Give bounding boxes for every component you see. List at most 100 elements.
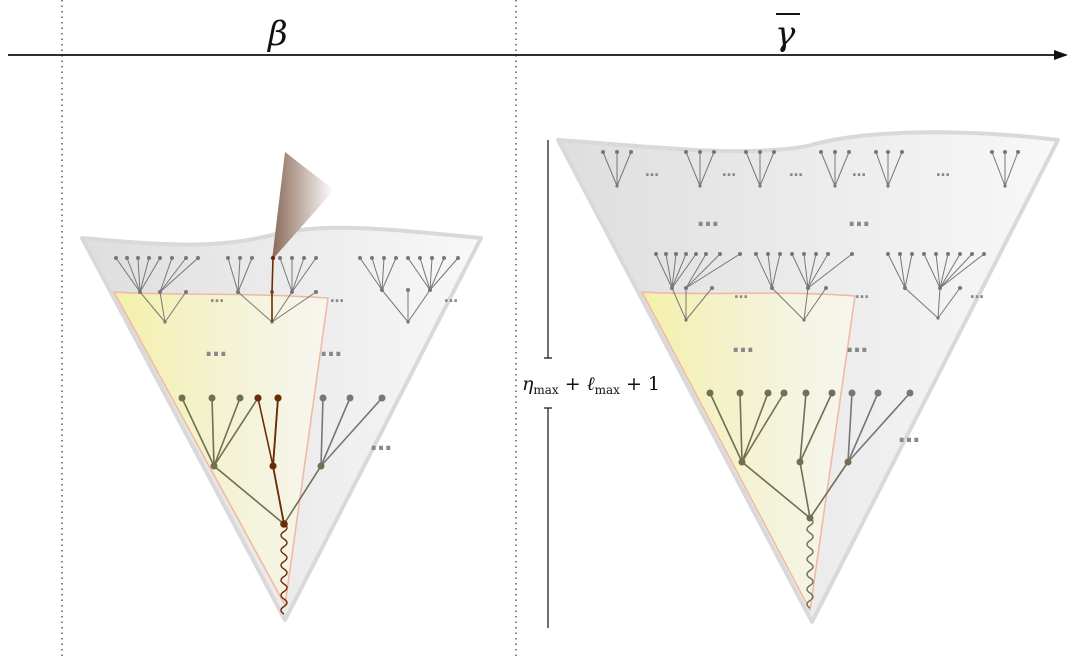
tree-edge [320,397,351,467]
ellipsis-right-row1-1: … [645,164,658,180]
path-edge [272,397,279,467]
tree-leaf-node [848,389,856,397]
tree-leaf-node [314,290,318,294]
tree-edge [320,397,324,467]
tree-edge [407,289,431,323]
tree-leaf-node [317,462,325,470]
tree-leaf-node [394,256,398,260]
ellipsis-right-row3-3: … [970,286,983,302]
tree-leaf-node [615,150,619,154]
tree-leaf-node [236,290,240,294]
tree-leaf-node [254,394,262,402]
tree-leaf-node [766,252,770,256]
tree-leaf-node [114,256,118,260]
tree-edge [359,257,383,291]
tree-edge [429,257,459,291]
wavy-root-right [806,517,814,609]
tree-leaf-node [982,252,986,256]
tree-edge [381,289,409,323]
tree-fan [684,150,716,188]
tree-edge [937,287,961,319]
tree-edge [159,257,173,293]
spotlight-cone [272,152,334,260]
tree-leaf-node [358,256,362,260]
tree-edge [807,253,817,289]
height-scale-bar [544,140,552,628]
tree-edge [847,392,879,463]
tree-leaf-node [1003,150,1007,154]
tree-leaf-node [1016,150,1020,154]
tree-edge [271,291,293,323]
tree-edge [616,151,632,187]
tree-leaf-node [900,150,904,154]
tree-leaf-node [706,389,714,397]
tree-leaf-node [370,256,374,260]
tree-fan [706,389,788,465]
tree-root-node [936,316,940,320]
tree-leaf-node [886,252,890,256]
tree-fan [670,286,714,322]
tree-leaf-node [744,150,748,154]
tree-leaf-node [970,252,974,256]
tree-leaf-node [764,389,772,397]
tree-leaf-node [138,290,142,294]
tree-leaf-node [629,150,633,154]
tree-edge [685,253,741,289]
tree-leaf-node [178,394,186,402]
tree-fan [738,458,852,522]
tree-leaf-node [819,150,823,154]
tree-edge [685,253,707,289]
tree-leaf-node [710,286,714,290]
tree-edge [602,151,618,187]
tree-edge [685,151,701,187]
tree-edge [320,397,383,467]
tree-fan [903,286,962,320]
tree-edge [847,392,911,463]
path-node [269,462,277,470]
tree-leaf-node [828,389,836,397]
tree-root-node [758,184,762,188]
tree-edge [139,257,161,293]
ellipsis-right-mid-1: … [732,333,753,358]
tree-root-node [802,318,806,322]
tree-leaf-node [314,256,318,260]
tree-fan [790,252,854,290]
tree-edge [991,151,1006,187]
tree-leaf-node [290,290,294,294]
tree-leaf-node [874,150,878,154]
beta-label: β [266,14,288,54]
tree-root-node [1003,184,1007,188]
tree-edge [213,397,241,467]
path-node [270,255,276,261]
tree-edge [419,257,431,291]
tree-edge [164,291,187,323]
tree-edge [655,253,673,289]
tree-root-node [698,184,702,188]
tree-leaf-node [684,252,688,256]
tree-fan [874,150,904,188]
ellipsis-right-row1-2: … [722,164,735,180]
tree-edge [939,253,985,289]
tree-fan [114,256,162,294]
tree-fan [744,150,776,188]
tree-edge [685,253,721,289]
tree-edge [139,257,150,293]
tree-leaf-node [184,256,188,260]
tree-edge [739,392,743,463]
tree-edge [803,287,809,321]
ellipsis-left-mid-2: … [320,337,341,362]
tree-fan [158,256,200,294]
tree-root-node [163,320,167,324]
tree-leaf-node [738,252,742,256]
tree-leaf-node [898,252,902,256]
tree-edge [429,257,433,291]
tree-edge [771,253,781,289]
tree-leaf-node [712,150,716,154]
tree-leaf-node [147,256,151,260]
tree-fan [770,286,828,322]
tree-edge [237,291,273,323]
tree-leaf-node [694,252,698,256]
trees-layer [114,150,1020,615]
ellipsis-left-top-2: … [330,290,343,306]
tree-edge [791,253,809,289]
